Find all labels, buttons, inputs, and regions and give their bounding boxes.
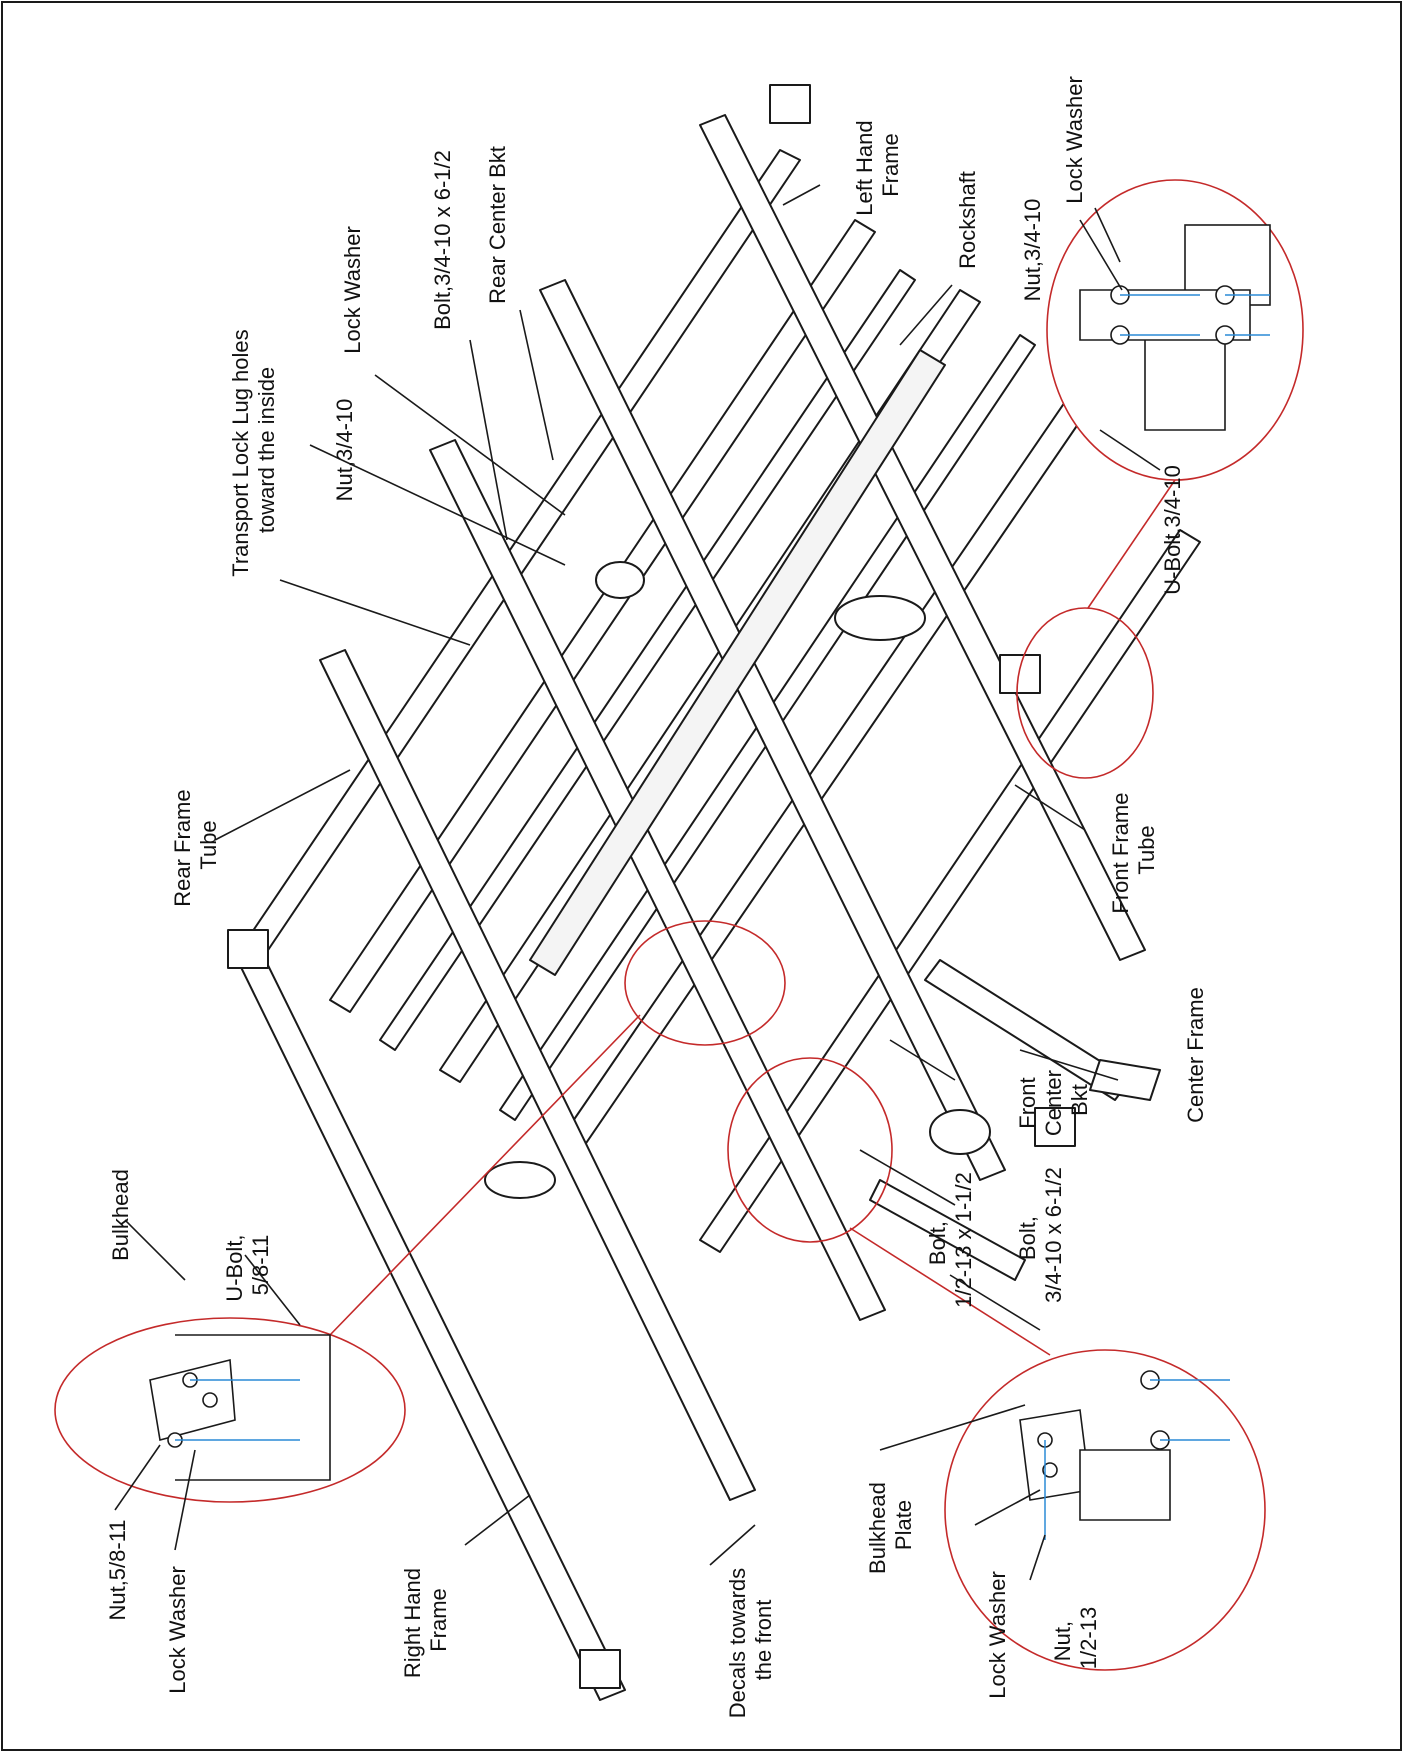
label-bolt-plate: Bolt, 1/2-13 x 1-1/2: [925, 1172, 976, 1308]
label-center-frame: Center Frame: [1183, 987, 1208, 1123]
detail-left-contents: [149, 1334, 331, 1481]
label-bolt-top: Bolt,3/4-10 x 6-1/2: [430, 150, 455, 330]
label-lock-washer-mid: Lock Washer: [340, 226, 365, 354]
diagram-labels: Left Hand Frame Rockshaft Lock Washer Nu…: [105, 76, 1208, 1718]
label-rear-center-bkt: Rear Center Bkt: [485, 146, 510, 304]
label-bulkhead: Bulkhead: [108, 1169, 133, 1261]
label-u-bolt-right: U-Bolt,3/4-10: [1160, 465, 1185, 595]
label-nut-left: Nut,5/8-11: [105, 1519, 130, 1620]
rockshaft-tube: [529, 349, 946, 976]
label-transport-lock: Transport Lock Lug holes toward the insi…: [228, 323, 279, 577]
label-rear-frame-tube: Rear Frame Tube: [170, 783, 221, 906]
label-rockshaft: Rockshaft: [955, 171, 980, 269]
label-nut-top: Nut,3/4-10: [1020, 199, 1045, 302]
label-nut-mid: Nut,3/4-10: [332, 399, 357, 502]
label-lock-washer-left: Lock Washer: [165, 1566, 190, 1694]
label-u-bolt-left: U-Bolt, 5/8-11: [222, 1228, 273, 1301]
label-nut-bottom: Nut, 1/2-13: [1050, 1607, 1101, 1669]
label-lock-washer-top: Lock Washer: [1062, 76, 1087, 204]
frame-drawing: [227, 84, 1201, 1701]
label-bolt-bottom: Bolt, 3/4-10 x 6-1/2: [1015, 1167, 1066, 1303]
leader-lines: [114, 184, 1161, 1581]
label-lock-washer-bottom: Lock Washer: [985, 1571, 1010, 1699]
detail-bottom-contents: [1019, 1370, 1230, 1540]
label-front-center-bkt: Front Center Bkt: [1015, 1064, 1092, 1136]
target-circle-left: [624, 920, 786, 1046]
label-left-hand-frame: Left Hand Frame: [852, 114, 903, 216]
label-front-frame-tube: Front Frame Tube: [1108, 786, 1159, 913]
label-bulkhead-plate: Bulkhead Plate: [865, 1476, 916, 1574]
hitch-arms: [869, 959, 1161, 1281]
target-circle-bottom: [727, 1057, 893, 1243]
label-right-hand-frame: Right Hand Frame: [400, 1562, 451, 1678]
tube-ends: [227, 84, 1076, 1689]
target-circle-upper-right: [1016, 607, 1154, 779]
label-decals: Decals towards the front: [725, 1562, 776, 1719]
detail-upper-right-contents: [1079, 224, 1271, 431]
wheel-hubs: [484, 561, 991, 1199]
